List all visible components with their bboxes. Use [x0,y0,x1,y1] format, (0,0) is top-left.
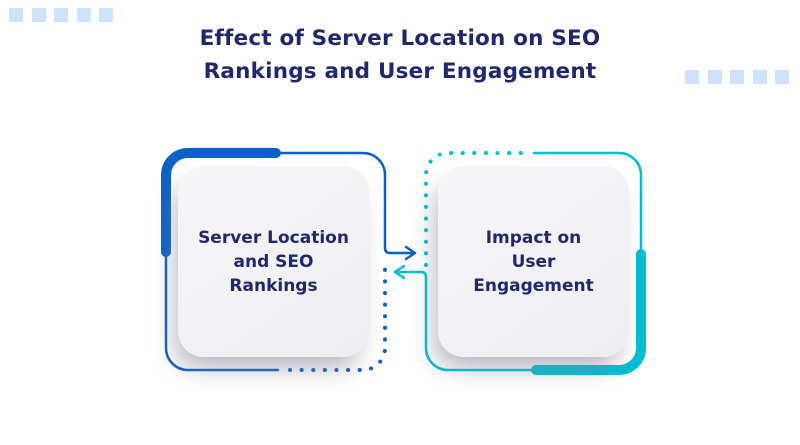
decor-square [76,8,91,22]
decor-square [707,70,722,84]
decor-square [9,8,23,22]
decor-square [752,70,767,84]
decor-square [31,8,46,22]
decor-squares-top-left [9,8,113,22]
page-title: Effect of Server Location on SEO Ranking… [199,26,601,84]
card-user-engagement-label: Impact on User Engagement [473,227,594,296]
decor-square [54,8,68,22]
arrow-right-head [404,245,417,261]
left-box-border-top-right [270,151,416,255]
decor-square [685,70,699,84]
card-server-location-label: Server Location and SEO Rankings [198,227,349,296]
right-box-border-top-right [532,151,643,258]
card-server-location: Server Location and SEO Rankings [178,166,369,357]
decor-squares-top-right [685,70,789,84]
arrow-left-head [393,264,406,280]
right-box-border-bottom-left [394,270,542,372]
decor-square [775,70,789,84]
left-box-border-bottom-left [164,246,280,372]
left-box-border-thick [161,148,281,257]
decor-square [730,70,744,84]
right-box-border-thick [531,249,646,375]
card-user-engagement: Impact on User Engagement [438,166,629,357]
decor-square [99,8,113,22]
